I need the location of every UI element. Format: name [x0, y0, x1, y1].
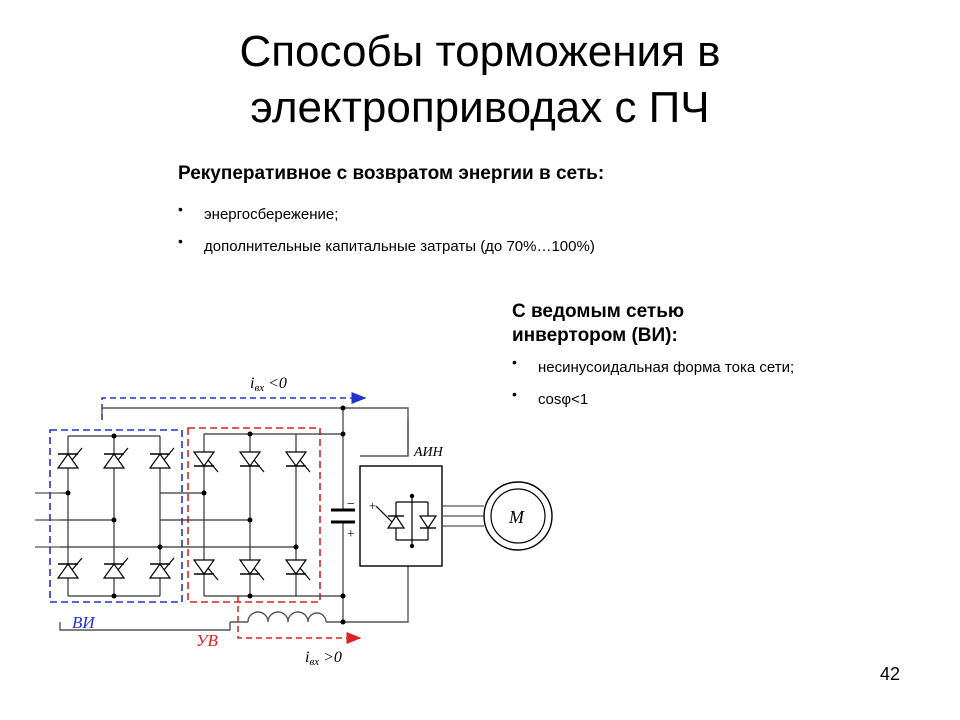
- vi-thyristors: [56, 447, 175, 579]
- motor-symbol: M: [483, 481, 553, 551]
- circuit-diagram: iвх <0 iвх >0 − + ВИ: [35, 375, 553, 668]
- bullet-icon: •: [178, 233, 183, 249]
- uv-label: УВ: [196, 631, 218, 650]
- capacitor-plus-label: +: [346, 527, 355, 542]
- dc-bus-positive-wire: [101, 407, 409, 457]
- slide-title: Способы торможения в электроприводах с П…: [0, 24, 960, 136]
- recuperative-bullet-list: • энергосбережение; • дополнительные капит…: [178, 201, 595, 269]
- bullet-text: cosφ<1: [538, 391, 589, 408]
- iin-positive-label: iвх >0: [305, 649, 342, 668]
- capacitor-minus-label: −: [346, 497, 355, 512]
- motor-label: M: [508, 507, 525, 527]
- title-line-1: Способы торможения в: [239, 27, 721, 76]
- uv-thyristors: [192, 451, 311, 581]
- list-item: • дополнительные капитальные затраты (до …: [178, 233, 595, 257]
- list-item: • cosφ<1: [512, 386, 794, 410]
- recuperative-heading: Рекуперативное с возвратом энергии в сет…: [178, 163, 605, 184]
- regen-current-arrow: [101, 392, 367, 420]
- heading-line: С ведомым сетью: [512, 301, 685, 322]
- vi-bridge-frame: [49, 429, 183, 603]
- vi-label: ВИ: [72, 613, 96, 632]
- bullet-icon: •: [178, 201, 183, 217]
- list-item: • энергосбережение;: [178, 201, 595, 225]
- iin-negative-label: iвх <0: [250, 375, 287, 394]
- uv-bridge-frame: [187, 427, 321, 603]
- ain-label: АИН: [413, 445, 444, 460]
- bullet-text: несинусоидальная форма тока сети;: [538, 359, 795, 376]
- ain-switch-symbol: +: [368, 493, 438, 549]
- bullet-text: дополнительные капитальные затраты (до 7…: [204, 238, 595, 255]
- title-line-2: электроприводах с ПЧ: [250, 83, 710, 132]
- grid-inverter-bullet-list: • несинусоидальная форма тока сети; • cosφ…: [512, 354, 795, 422]
- inductor-symbol: [247, 611, 327, 623]
- uv-junction-dots: [201, 405, 346, 625]
- heading-line: инвертором (ВИ):: [512, 325, 678, 346]
- bullet-icon: •: [512, 386, 517, 402]
- motoring-current-arrow: [237, 596, 362, 644]
- page-number: 42: [880, 664, 901, 684]
- list-item: • несинусоидальная форма тока сети;: [512, 354, 795, 378]
- bullet-text: энергосбережение;: [204, 206, 339, 223]
- bullet-icon: •: [512, 354, 517, 370]
- svg-text:+: +: [368, 498, 377, 513]
- grid-inverter-heading: С ведомым сетью инвертором (ВИ):: [512, 300, 772, 348]
